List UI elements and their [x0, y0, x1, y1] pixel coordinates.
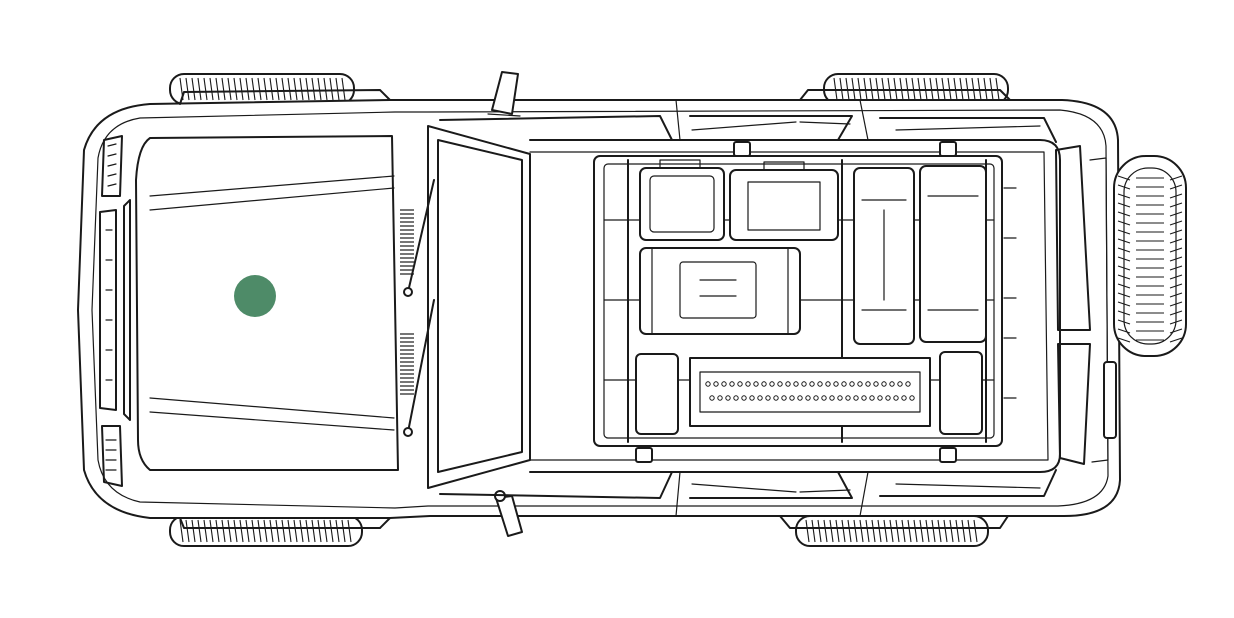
mirror-left — [487, 71, 521, 117]
cargo-case-small-2 — [939, 351, 983, 435]
front-grille — [99, 135, 131, 487]
side-doors-right — [439, 469, 1057, 517]
cargo-case-2 — [729, 161, 839, 241]
tire-front-right — [169, 515, 363, 547]
rear-end — [1055, 145, 1117, 465]
wipers — [403, 179, 435, 437]
cargo-case-3 — [639, 247, 801, 335]
green-dot-marker — [234, 275, 276, 317]
cargo-case-tall-2 — [919, 165, 987, 343]
recovery-boards — [689, 357, 931, 427]
tire-rear-right — [795, 515, 989, 547]
cargo-case-small-1 — [635, 353, 679, 435]
tire-front-left — [169, 73, 355, 105]
cargo-case-1 — [639, 159, 725, 241]
cargo-case-tall-1 — [853, 167, 915, 345]
mirror-right — [494, 490, 523, 537]
cowl-vents — [400, 209, 414, 395]
side-doors-left — [439, 99, 1057, 143]
roof — [529, 139, 1061, 473]
spare-tire — [1113, 155, 1187, 357]
hood — [135, 135, 399, 471]
